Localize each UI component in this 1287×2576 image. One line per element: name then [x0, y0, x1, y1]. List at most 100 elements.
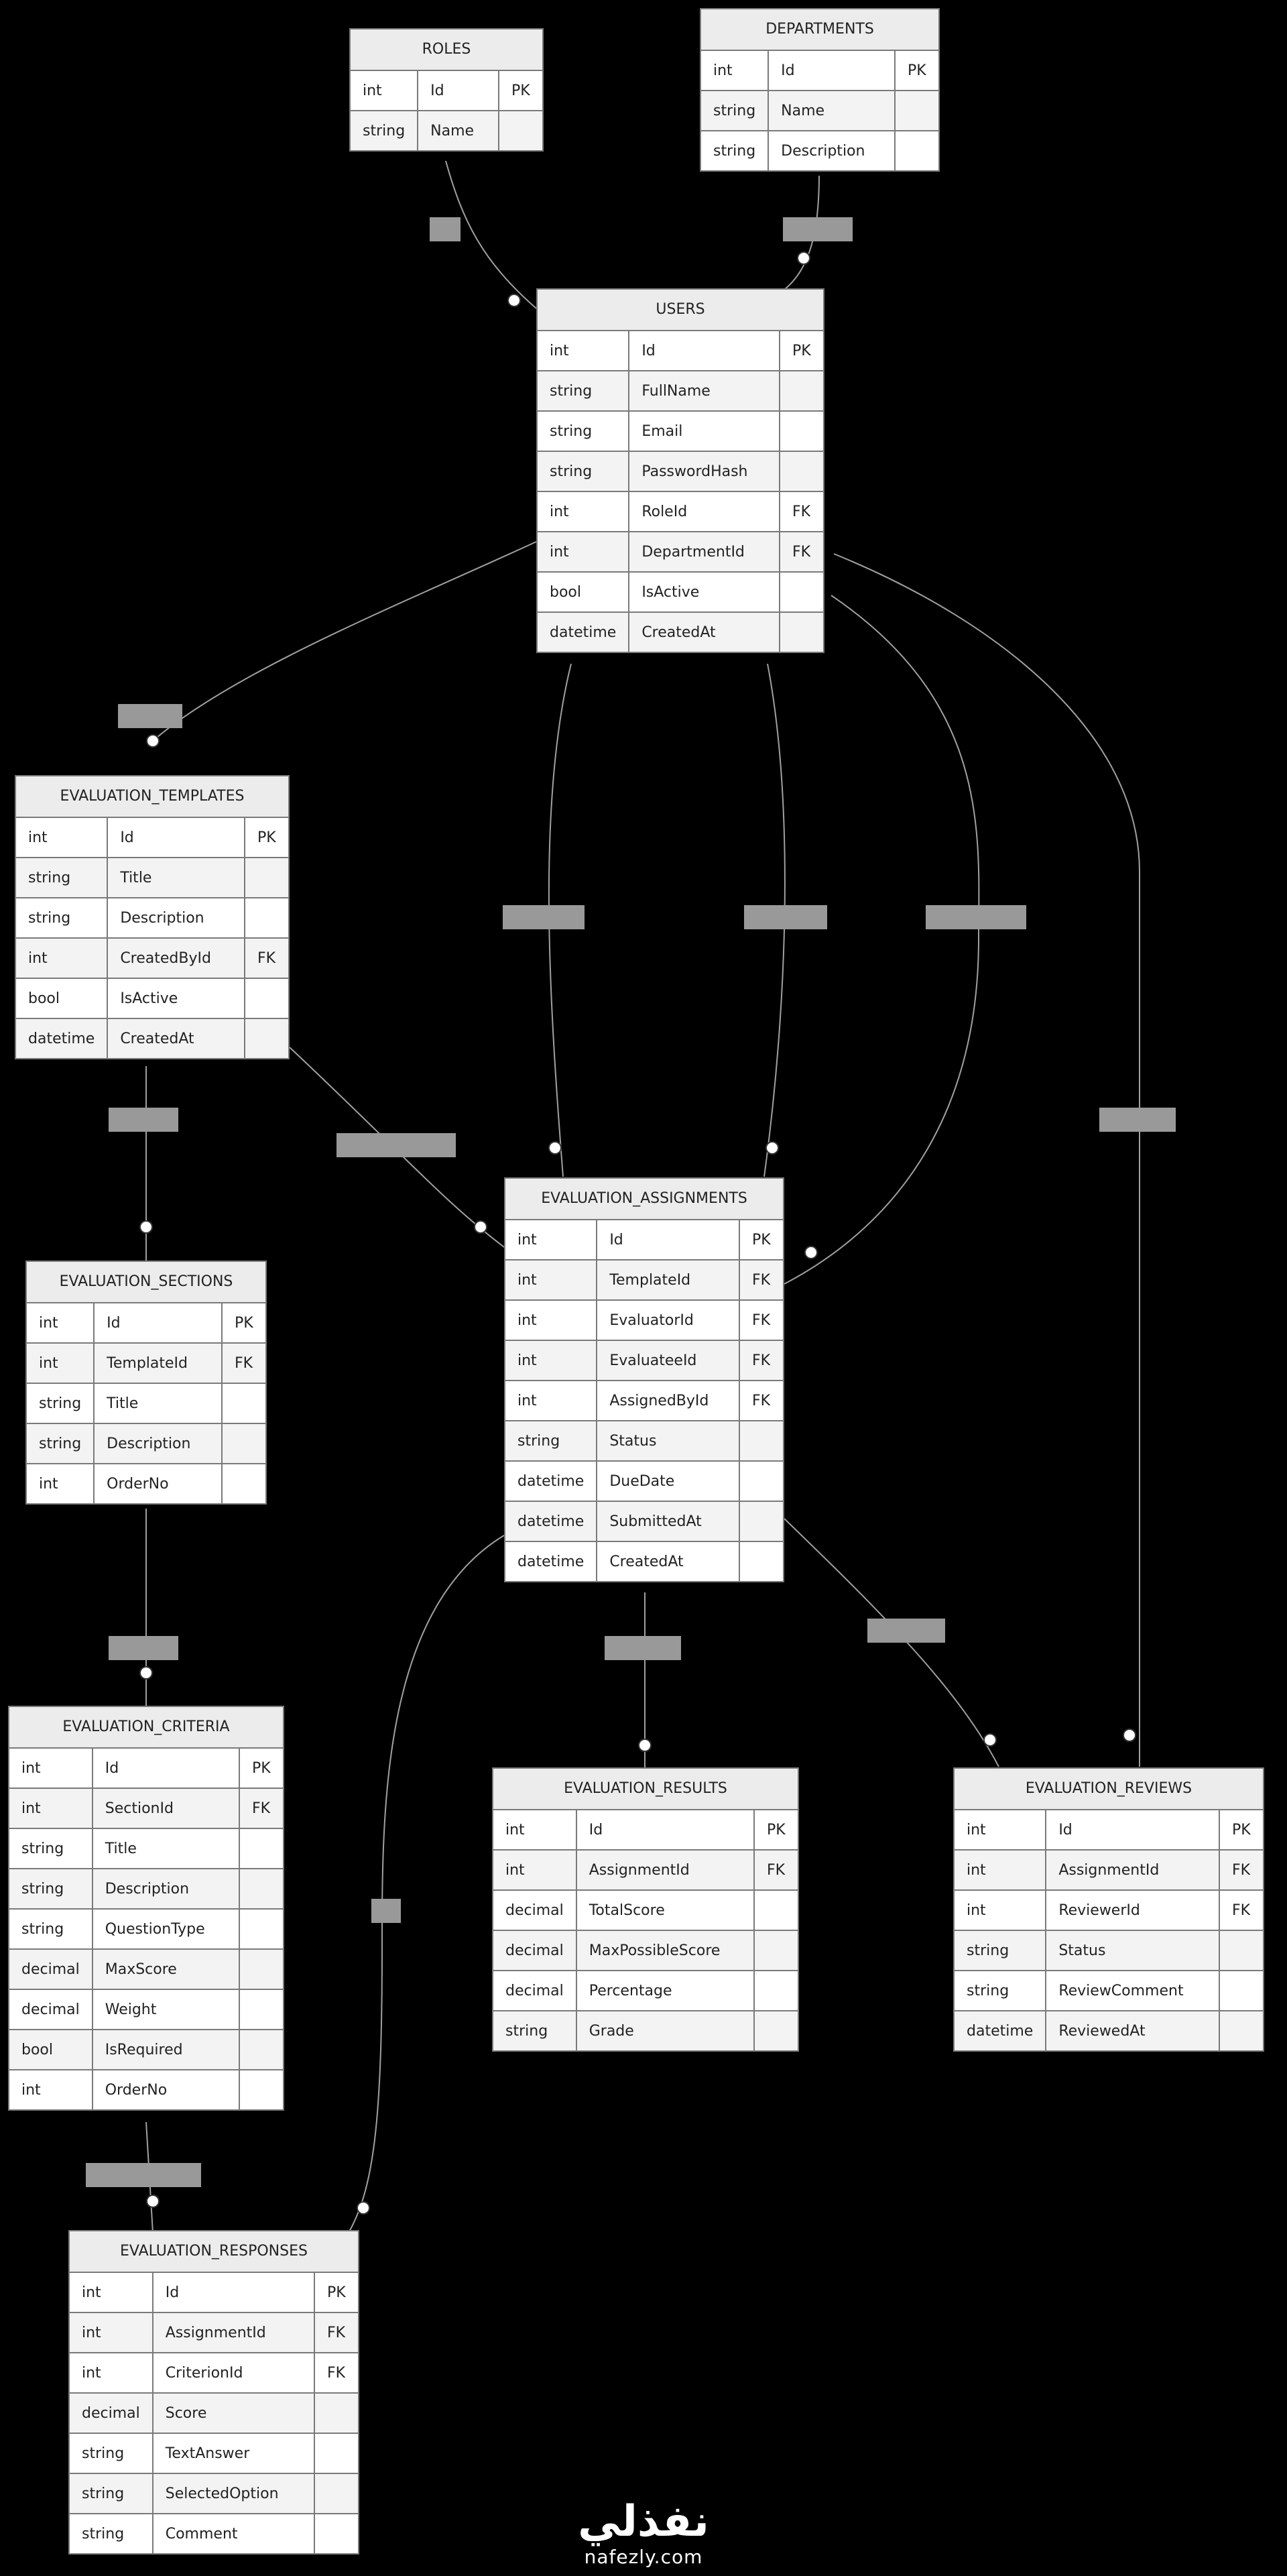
attribute-type: string: [955, 1970, 1047, 2011]
attribute-key: FK: [739, 1340, 783, 1381]
attribute-key: [244, 978, 288, 1019]
attribute-type: int: [493, 1849, 577, 1891]
attribute-key: [779, 370, 823, 412]
attribute-type: string: [538, 451, 630, 492]
attribute-key: [239, 2029, 283, 2070]
attribute-key: [753, 1889, 798, 1931]
attribute-key: [244, 857, 288, 898]
attribute-name: IsRequired: [91, 2029, 241, 2070]
attribute-name: AssignmentId: [1045, 1849, 1220, 1891]
attribute-name: EvaluatorId: [596, 1299, 740, 1341]
attribute-key: FK: [1219, 1849, 1263, 1891]
attribute-type: string: [70, 2473, 154, 2514]
attribute-name: MaxScore: [91, 1948, 241, 1990]
attribute-name: Id: [417, 71, 499, 111]
rel-users-reviews: [833, 553, 1140, 1767]
attribute-name: AssignedById: [596, 1380, 740, 1421]
attribute-type: int: [955, 1810, 1047, 1851]
attribute-type: decimal: [9, 1989, 93, 2030]
attribute-key: FK: [1219, 1889, 1263, 1931]
attribute-type: int: [505, 1340, 598, 1381]
relationship-label: [1099, 1108, 1176, 1132]
attribute-type: int: [70, 2273, 154, 2313]
attribute-name: Title: [91, 1828, 241, 1869]
attribute-key: FK: [739, 1380, 783, 1421]
attribute-name: PasswordHash: [628, 451, 780, 492]
attribute-type: string: [9, 1908, 93, 1950]
attribute-name: Status: [1045, 1930, 1220, 1971]
attribute-name: Description: [107, 897, 245, 939]
attribute-key: [239, 1868, 283, 1910]
attribute-type: decimal: [9, 1948, 93, 1990]
attribute-type: string: [16, 857, 109, 898]
relationship-label: [109, 1108, 178, 1132]
entity-title: EVALUATION_SECTIONS: [27, 1262, 265, 1303]
attribute-name: OrderNo: [91, 2069, 241, 2109]
attribute-name: Id: [628, 331, 780, 371]
attribute-type: int: [70, 2352, 154, 2394]
attribute-type: int: [955, 1849, 1047, 1891]
attribute-key: [239, 1989, 283, 2030]
attribute-name: Id: [575, 1810, 755, 1851]
attribute-name: Id: [768, 51, 896, 91]
watermark-url: nafezly.com: [584, 2546, 703, 2568]
attribute-name: Status: [596, 1420, 740, 1462]
attribute-name: Id: [93, 1303, 223, 1344]
attribute-type: int: [701, 51, 770, 91]
attribute-key: PK: [221, 1303, 265, 1344]
attribute-key: FK: [314, 2352, 358, 2394]
attribute-key: [894, 130, 938, 170]
attribute-type: string: [16, 897, 109, 939]
attribute-key: FK: [779, 531, 823, 573]
attribute-key: [244, 897, 288, 939]
attribute-name: ReviewedAt: [1045, 2010, 1220, 2050]
entity-title: EVALUATION_ASSIGNMENTS: [505, 1179, 783, 1220]
rel-assignments-reviews: [784, 1518, 999, 1767]
attribute-key: FK: [739, 1299, 783, 1341]
attribute-key: FK: [779, 491, 823, 532]
watermark-logo: نفذلي: [578, 2497, 709, 2546]
attribute-type: int: [538, 331, 630, 371]
attribute-key: [739, 1420, 783, 1462]
attribute-key: [239, 1908, 283, 1950]
attribute-type: string: [701, 90, 770, 131]
relationship-label: [744, 905, 827, 929]
attribute-key: PK: [498, 71, 542, 111]
attribute-key: [239, 1828, 283, 1869]
attribute-type: int: [27, 1303, 95, 1344]
attribute-key: [1219, 1930, 1263, 1971]
attribute-name: Id: [596, 1220, 740, 1261]
attribute-type: string: [538, 410, 630, 452]
attribute-name: ReviewComment: [1045, 1970, 1220, 2011]
attribute-type: string: [9, 1868, 93, 1910]
attribute-type: datetime: [505, 1501, 598, 1542]
attribute-name: OrderNo: [93, 1463, 223, 1503]
attribute-type: datetime: [16, 1018, 109, 1058]
attribute-key: [498, 110, 542, 150]
relationship-label: [783, 217, 853, 241]
attribute-type: datetime: [538, 611, 630, 652]
